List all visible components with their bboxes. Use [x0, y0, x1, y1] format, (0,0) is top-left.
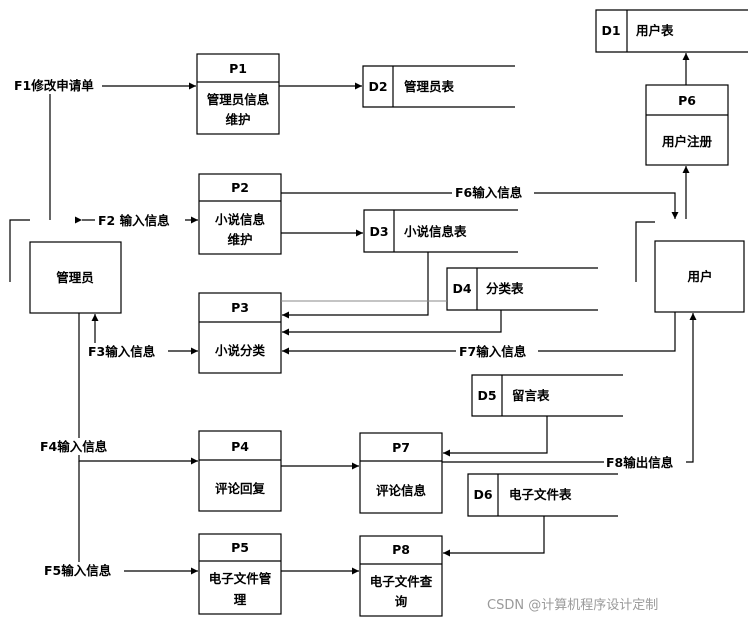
process-p8-name-line1: 电子文件查: [370, 574, 433, 589]
flow-f5-label: F5输入信息: [44, 563, 112, 578]
flow-f8-label-bg: [604, 454, 686, 471]
process-p7-id: P7: [392, 440, 410, 455]
store-d6: [467, 473, 618, 517]
process-p5-id: P5: [231, 540, 249, 555]
process-p2-name-line2: 维护: [227, 232, 252, 247]
flow-f3-label-bg: [86, 343, 168, 360]
flow-f5: [78, 461, 198, 575]
entity-user-name: 用户: [686, 269, 712, 284]
flow-f7: [282, 312, 676, 355]
process-p1-name-line1: 管理员信息: [207, 92, 270, 107]
flow-d4-p3: [282, 310, 502, 336]
store-d4-id: D4: [452, 281, 471, 296]
store-d5-id: D5: [477, 388, 496, 403]
flow-f8: [442, 313, 697, 463]
flow-f8-label: F8输出信息: [606, 455, 674, 470]
entity-admin: [9, 219, 122, 314]
store-d4: [446, 267, 598, 311]
process-p3-id: P3: [231, 300, 249, 315]
process-p5-name-line1: 电子文件管: [209, 571, 272, 586]
flow-f1-label-bg: [12, 77, 102, 94]
flow-f1: [49, 82, 196, 220]
store-d2: [362, 65, 515, 108]
store-d1: [595, 9, 748, 53]
flow-f2-label: F2 输入信息: [98, 213, 170, 228]
process-p4-id: P4: [231, 439, 249, 454]
store-d1-name: 用户表: [635, 23, 674, 38]
process-p1: [196, 53, 280, 135]
flow-f7-label: F7输入信息: [459, 344, 527, 359]
store-d2-id: D2: [368, 79, 387, 94]
process-p5-name-line2: 理: [234, 592, 247, 607]
process-p6-name: 用户注册: [661, 134, 713, 149]
flow-d6-p8: [443, 516, 545, 557]
process-p2: [198, 173, 282, 255]
entity-admin-name: 管理员: [56, 270, 94, 285]
process-p7-name: 评论信息: [376, 483, 427, 498]
process-p6-id: P6: [678, 93, 696, 108]
flow-f4-label: F4输入信息: [40, 439, 108, 454]
process-p2-id: P2: [231, 180, 249, 195]
flow-f6-label-bg: [452, 184, 534, 201]
store-d5-name: 留言表: [512, 388, 550, 403]
store-d3-name: 小说信息表: [403, 224, 467, 239]
flow-f6: [281, 192, 679, 219]
process-p8-name-line2: 询: [395, 594, 408, 609]
process-p8: [359, 535, 443, 617]
flow-f2-label-bg: [95, 212, 185, 229]
flow-f4-label-bg: [38, 438, 120, 455]
process-p7: [359, 432, 443, 514]
process-p3-name: 小说分类: [214, 343, 266, 358]
process-p2-name-line1: 小说信息: [214, 212, 266, 227]
process-p4-name: 评论回复: [215, 481, 266, 496]
store-d2-name: 管理员表: [404, 79, 455, 94]
store-d6-name: 电子文件表: [509, 487, 572, 502]
process-p6: [645, 84, 729, 166]
store-d3: [363, 209, 518, 253]
flow-f7-label-bg: [456, 343, 538, 360]
flow-f3-label: F3输入信息: [88, 344, 156, 359]
process-p1-id: P1: [229, 61, 247, 76]
process-p3: [198, 292, 282, 374]
store-d6-id: D6: [473, 487, 492, 502]
process-p5: [198, 533, 282, 615]
flow-f6-label: F6输入信息: [455, 185, 523, 200]
flow-f5-label-bg: [42, 562, 124, 579]
process-p1-name-line2: 维护: [225, 112, 250, 127]
watermark: CSDN @计算机程序设计定制: [487, 598, 658, 613]
store-d3-id: D3: [369, 224, 388, 239]
process-p4: [198, 430, 282, 512]
entity-user: [635, 221, 745, 313]
process-p8-id: P8: [392, 542, 410, 557]
flow-d3-p3: [282, 252, 429, 319]
flow-f1-label: F1修改申请单: [14, 78, 94, 93]
store-d4-name: 分类表: [486, 281, 524, 296]
flow-d5-p7: [443, 416, 548, 457]
store-d1-id: D1: [601, 23, 620, 38]
